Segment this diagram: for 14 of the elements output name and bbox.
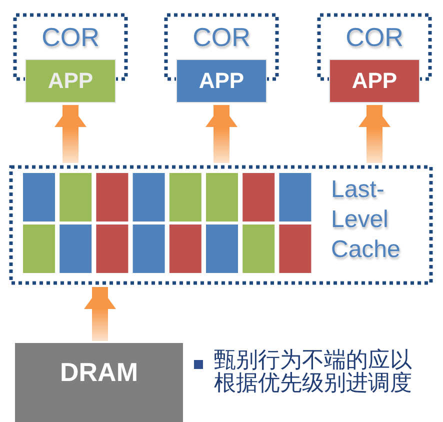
app-box: APP: [329, 59, 420, 103]
cache-frame: [9, 165, 433, 285]
app-box: APP: [25, 59, 116, 103]
arrow: [84, 287, 116, 341]
arrow: [358, 105, 390, 163]
memory-box: DRAM: [15, 343, 183, 422]
core-label: COR: [192, 22, 252, 52]
core-label: COR: [344, 22, 404, 52]
cache-label: Last-Level Cache: [331, 175, 402, 265]
core-label: COR: [40, 22, 100, 52]
arrow: [206, 105, 238, 163]
app-box: APP: [176, 59, 267, 103]
bullet-text: 甄别行为不端的应以根据优先级别进调度: [214, 349, 413, 395]
arrow: [54, 105, 86, 163]
